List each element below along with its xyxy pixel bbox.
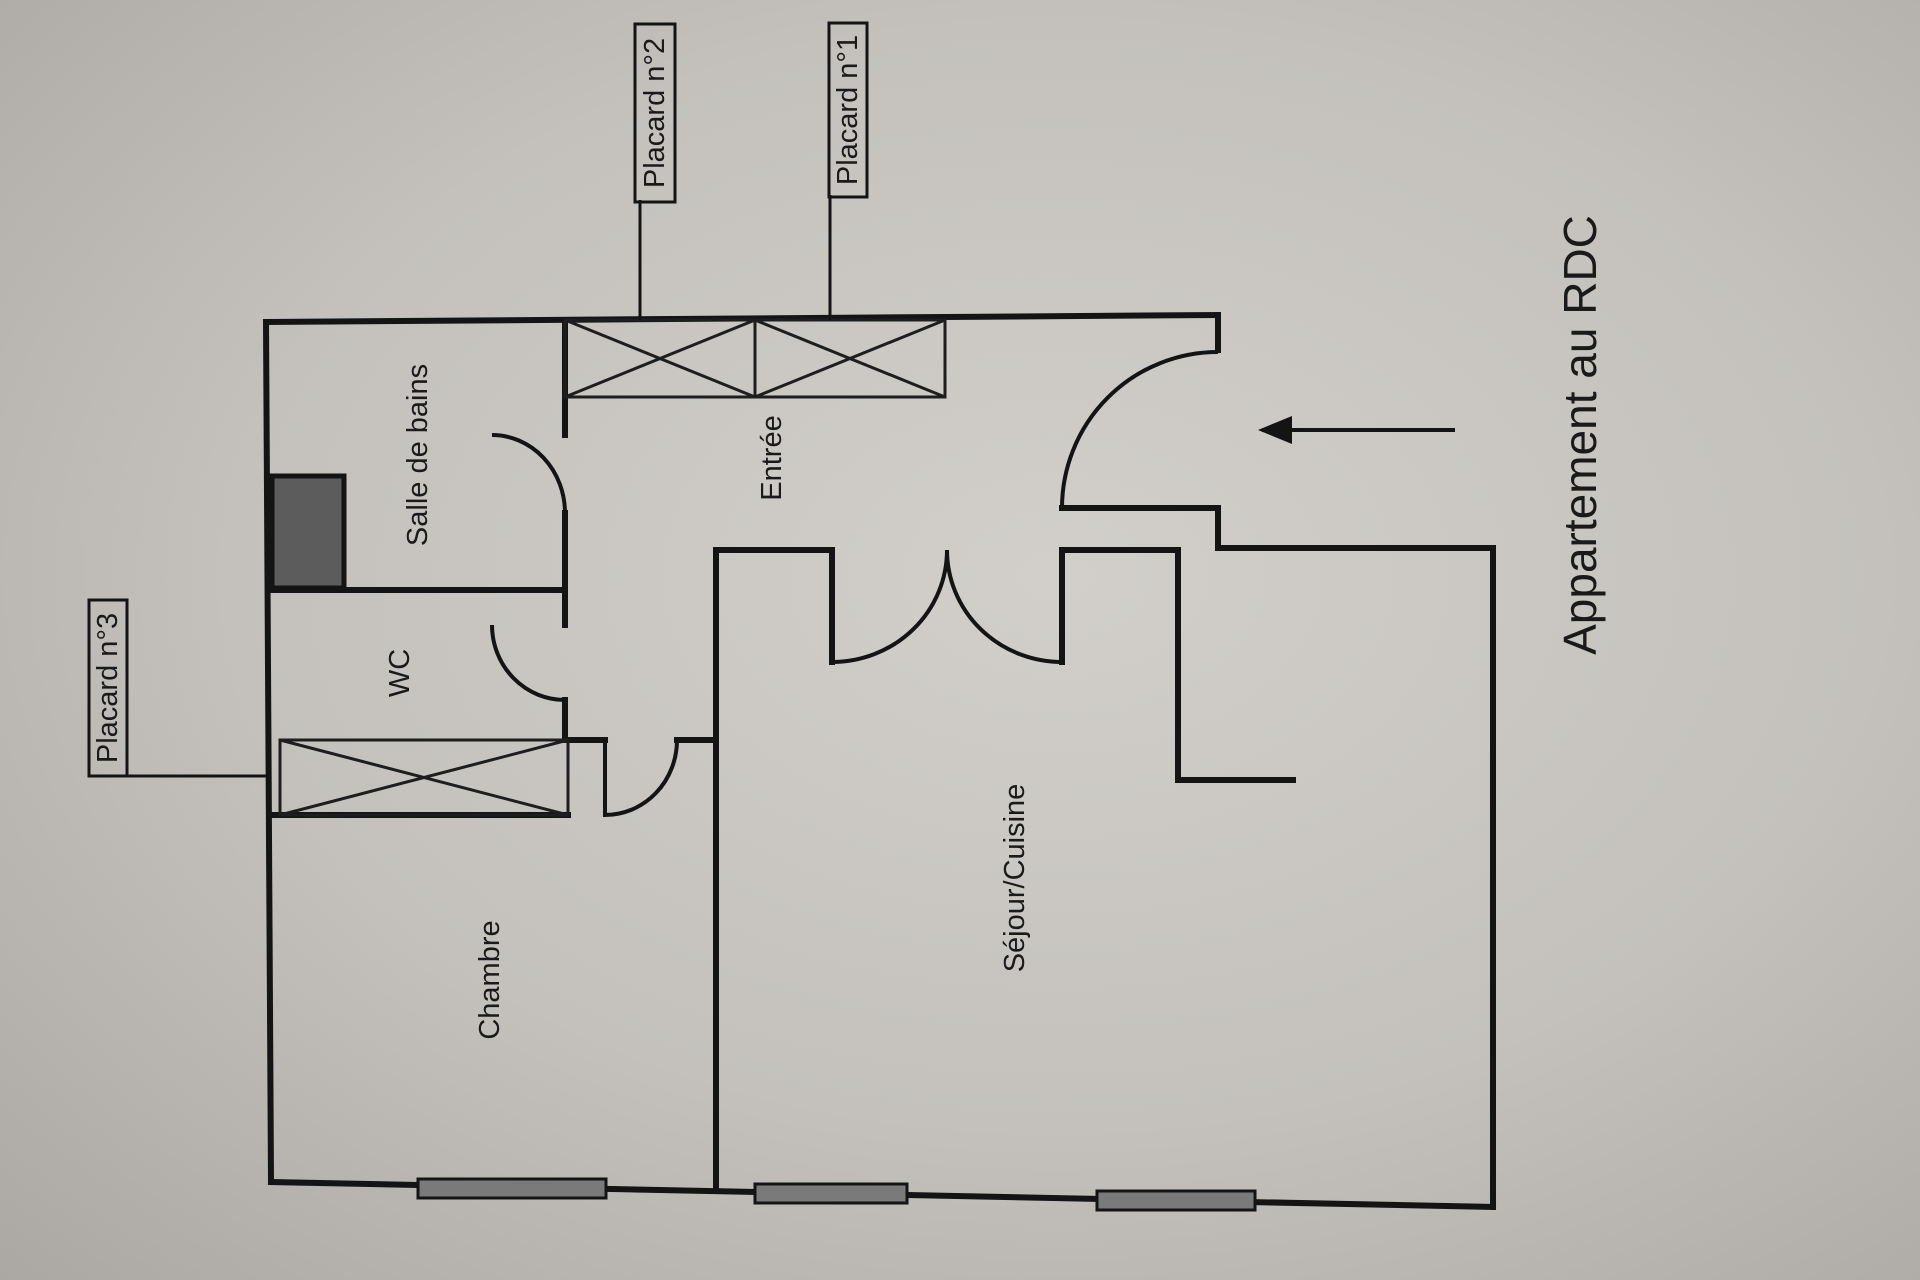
tag-placard-1: Placard n°1 xyxy=(827,21,869,199)
window-sejour-2 xyxy=(1095,1189,1257,1212)
door-sejour-left xyxy=(831,549,949,664)
closet-2 xyxy=(563,318,757,399)
room-label-sejour-cuisine: Séjour/Cuisine xyxy=(999,784,1031,973)
room-label-wc: WC xyxy=(384,649,416,697)
closet-1 xyxy=(753,318,947,399)
tag-placard-2-label: Placard n°2 xyxy=(639,38,671,188)
windows xyxy=(416,1177,1257,1212)
room-label-salle-de-bains: Salle de bains xyxy=(402,364,434,546)
window-sejour-1 xyxy=(753,1182,909,1205)
room-labels: Salle de bains Entrée WC Chambre Séjour/… xyxy=(384,364,1031,1040)
door-chambre xyxy=(603,739,679,818)
closets xyxy=(278,318,947,817)
door-wc xyxy=(490,624,566,702)
door-sejour-right xyxy=(945,549,1063,664)
window-chambre xyxy=(416,1177,608,1200)
arrow-head-icon xyxy=(1258,416,1292,444)
closet-3 xyxy=(278,738,570,817)
closet-tags: Placard n°2 Placard n°1 Placard n°3 xyxy=(87,21,869,778)
doors xyxy=(490,350,1219,818)
walls xyxy=(262,311,1497,1211)
tag-placard-3-label: Placard n°3 xyxy=(92,613,124,763)
room-label-entree: Entrée xyxy=(756,415,788,500)
entrance-arrow xyxy=(1258,416,1455,444)
wall-outer-left xyxy=(262,318,275,1186)
tag-placard-2: Placard n°2 xyxy=(633,22,677,204)
door-bathroom xyxy=(491,433,567,514)
plan-title: Appartement au RDC xyxy=(1554,215,1606,655)
tag-placard-3: Placard n°3 xyxy=(87,598,129,778)
room-label-chambre: Chambre xyxy=(474,920,506,1039)
bath-equipment-block xyxy=(269,473,347,591)
door-entrance xyxy=(1060,350,1219,509)
tag-placard-1-label: Placard n°1 xyxy=(832,35,864,185)
